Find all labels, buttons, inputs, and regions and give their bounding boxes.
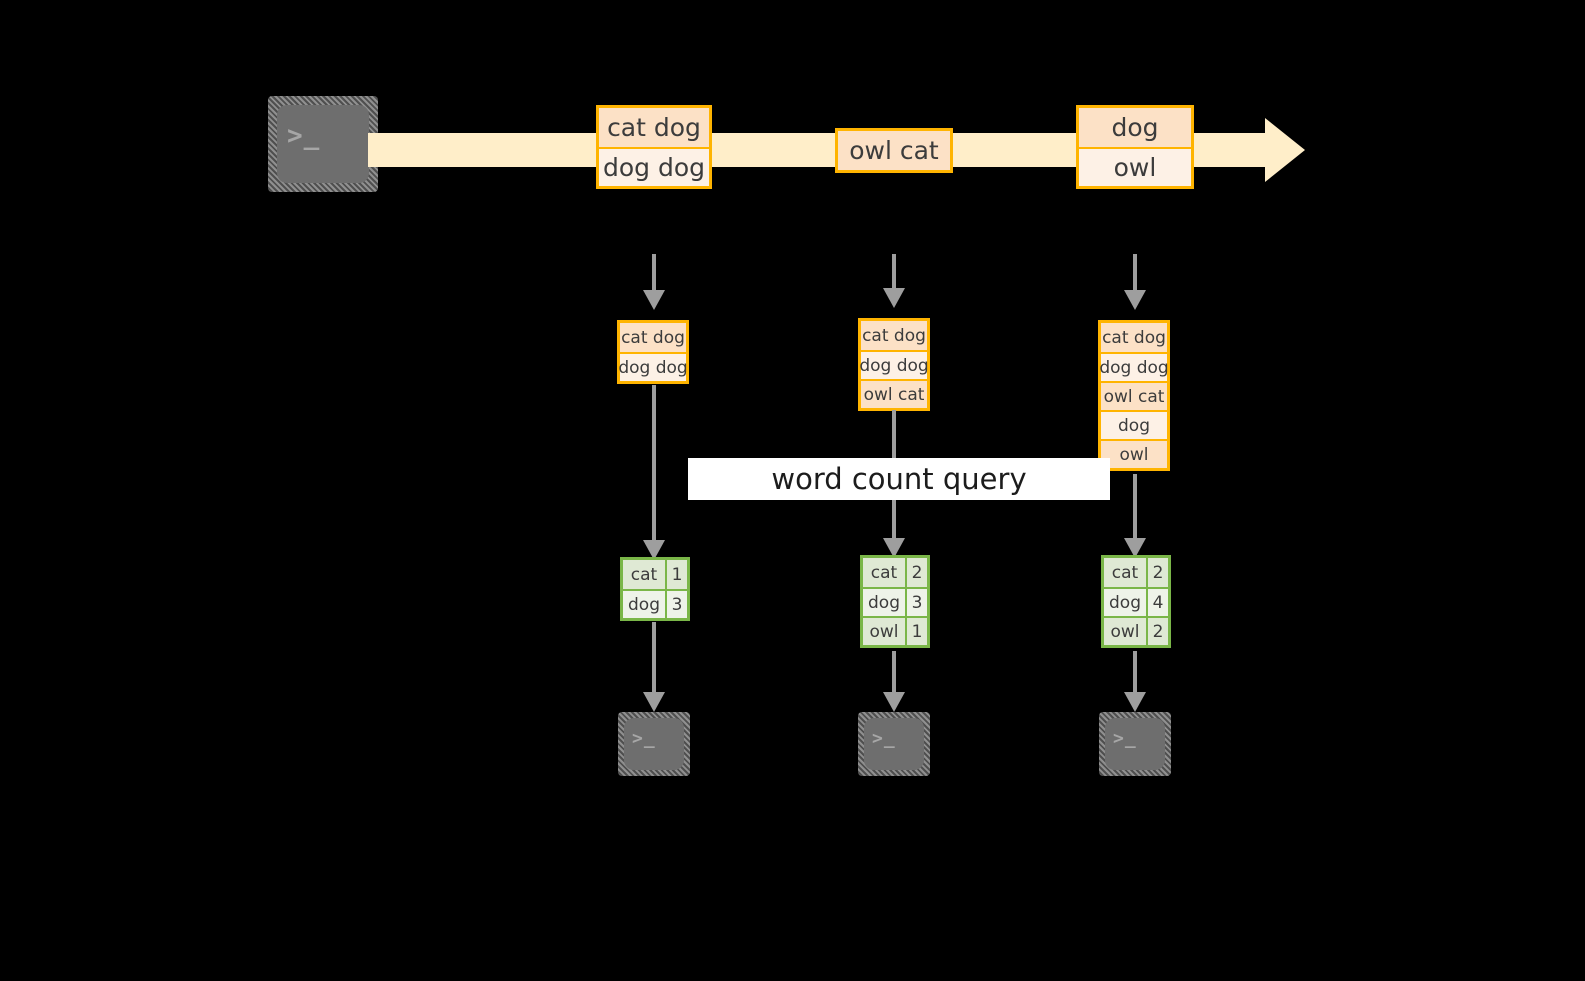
result-word-cell: dog bbox=[623, 591, 667, 618]
source-terminal-icon: >_ bbox=[268, 96, 378, 192]
terminal-prompt-text: >_ bbox=[632, 728, 656, 749]
result-count-cell: 3 bbox=[911, 592, 923, 613]
stream-batch-line: owl bbox=[1079, 147, 1191, 186]
accumulated-state-box: cat dog dog dog owl cat dog owl bbox=[1098, 320, 1170, 471]
result-count-cell: 1 bbox=[911, 621, 923, 642]
result-table: cat 2 dog 4 owl 2 bbox=[1101, 555, 1171, 648]
result-row: dog 3 bbox=[863, 587, 927, 616]
result-word-cell: cat bbox=[1104, 558, 1148, 587]
result-count-cell: 2 bbox=[1152, 562, 1164, 583]
stream-to-state-arrowhead bbox=[643, 290, 665, 310]
query-label: word count query bbox=[688, 458, 1110, 500]
result-count-cell: 3 bbox=[671, 594, 683, 615]
stream-to-state-connector bbox=[1133, 254, 1137, 290]
state-to-result-arrowhead bbox=[643, 540, 665, 560]
sink-terminal-icon: >_ bbox=[858, 712, 930, 776]
stream-arrow-head bbox=[1265, 118, 1305, 182]
result-row: dog 3 bbox=[623, 589, 687, 618]
stream-batch-line: dog dog bbox=[599, 147, 709, 186]
result-count-cell: 1 bbox=[671, 564, 683, 585]
terminal-screen: >_ bbox=[277, 105, 369, 183]
terminal-screen: >_ bbox=[1105, 718, 1165, 770]
stream-batch-line: owl cat bbox=[838, 131, 950, 170]
stream-batch-line: cat dog bbox=[599, 108, 709, 147]
accumulated-state-line: cat dog bbox=[1101, 323, 1167, 352]
accumulated-state-line: dog dog bbox=[618, 352, 688, 381]
result-table: cat 2 dog 3 owl 1 bbox=[860, 555, 930, 648]
accumulated-state-box: cat dog dog dog owl cat bbox=[858, 318, 930, 411]
result-to-sink-arrowhead bbox=[1124, 692, 1146, 712]
result-count-cell: 4 bbox=[1152, 592, 1164, 613]
result-row: cat 2 bbox=[1104, 558, 1168, 587]
terminal-prompt-text: >_ bbox=[287, 121, 321, 151]
stream-batch-line: dog bbox=[1079, 108, 1191, 147]
result-word-cell: owl bbox=[1104, 618, 1148, 645]
stream-to-state-connector bbox=[892, 254, 896, 290]
accumulated-state-line: dog bbox=[1101, 410, 1167, 439]
terminal-screen: >_ bbox=[864, 718, 924, 770]
result-to-sink-connector bbox=[892, 651, 896, 692]
accumulated-state-line: owl cat bbox=[861, 379, 927, 408]
sink-terminal-icon: >_ bbox=[618, 712, 690, 776]
result-row: cat 2 bbox=[863, 558, 927, 587]
accumulated-state-line: cat dog bbox=[861, 321, 927, 350]
accumulated-state-line: dog dog bbox=[859, 350, 929, 379]
stream-batch-box: dog owl bbox=[1076, 105, 1194, 189]
state-to-result-connector bbox=[652, 385, 656, 540]
result-table: cat 1 dog 3 bbox=[620, 557, 690, 621]
terminal-screen: >_ bbox=[624, 718, 684, 770]
result-to-sink-arrowhead bbox=[643, 692, 665, 712]
result-to-sink-connector bbox=[1133, 651, 1137, 692]
result-row: owl 2 bbox=[1104, 616, 1168, 645]
accumulated-state-line: cat dog bbox=[620, 323, 686, 352]
state-to-result-arrowhead bbox=[883, 538, 905, 558]
stream-to-state-arrowhead bbox=[883, 288, 905, 308]
stream-batch-box: owl cat bbox=[835, 128, 953, 173]
terminal-prompt-text: >_ bbox=[872, 728, 896, 749]
result-word-cell: dog bbox=[863, 589, 907, 616]
accumulated-state-line: owl bbox=[1101, 439, 1167, 468]
result-row: owl 1 bbox=[863, 616, 927, 645]
result-to-sink-arrowhead bbox=[883, 692, 905, 712]
result-word-cell: owl bbox=[863, 618, 907, 645]
result-count-cell: 2 bbox=[1152, 621, 1164, 642]
sink-terminal-icon: >_ bbox=[1099, 712, 1171, 776]
result-to-sink-connector bbox=[652, 622, 656, 692]
result-word-cell: cat bbox=[863, 558, 907, 587]
terminal-prompt-text: >_ bbox=[1113, 728, 1137, 749]
result-word-cell: dog bbox=[1104, 589, 1148, 616]
stream-to-state-connector bbox=[652, 254, 656, 290]
result-row: cat 1 bbox=[623, 560, 687, 589]
accumulated-state-line: owl cat bbox=[1101, 381, 1167, 410]
accumulated-state-box: cat dog dog dog bbox=[617, 320, 689, 384]
stream-to-state-arrowhead bbox=[1124, 290, 1146, 310]
result-row: dog 4 bbox=[1104, 587, 1168, 616]
state-to-result-connector bbox=[1133, 474, 1137, 540]
stream-batch-box: cat dog dog dog bbox=[596, 105, 712, 189]
state-to-result-arrowhead bbox=[1124, 538, 1146, 558]
result-count-cell: 2 bbox=[911, 562, 923, 583]
accumulated-state-line: dog dog bbox=[1099, 352, 1169, 381]
result-word-cell: cat bbox=[623, 560, 667, 589]
